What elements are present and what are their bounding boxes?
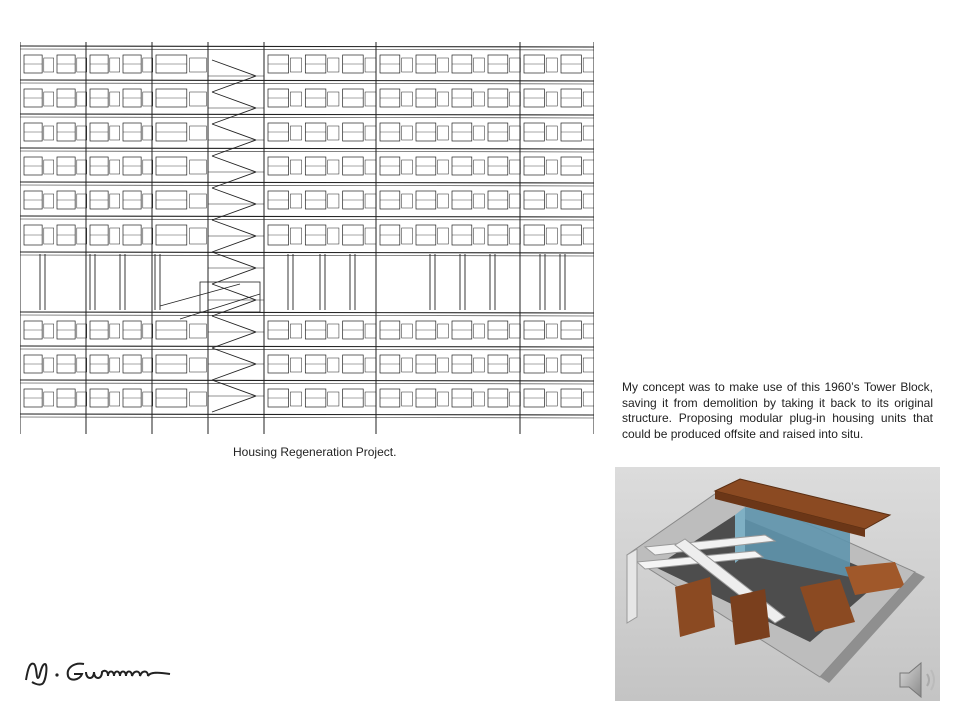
project-caption: Housing Regeneration Project.	[233, 445, 397, 459]
speaker-icon[interactable]	[897, 660, 942, 700]
concept-description: My concept was to make use of this 1960’…	[622, 380, 933, 441]
modular-unit-render	[615, 467, 940, 701]
signature-logo	[24, 658, 174, 686]
tower-block-drawing	[20, 34, 594, 434]
